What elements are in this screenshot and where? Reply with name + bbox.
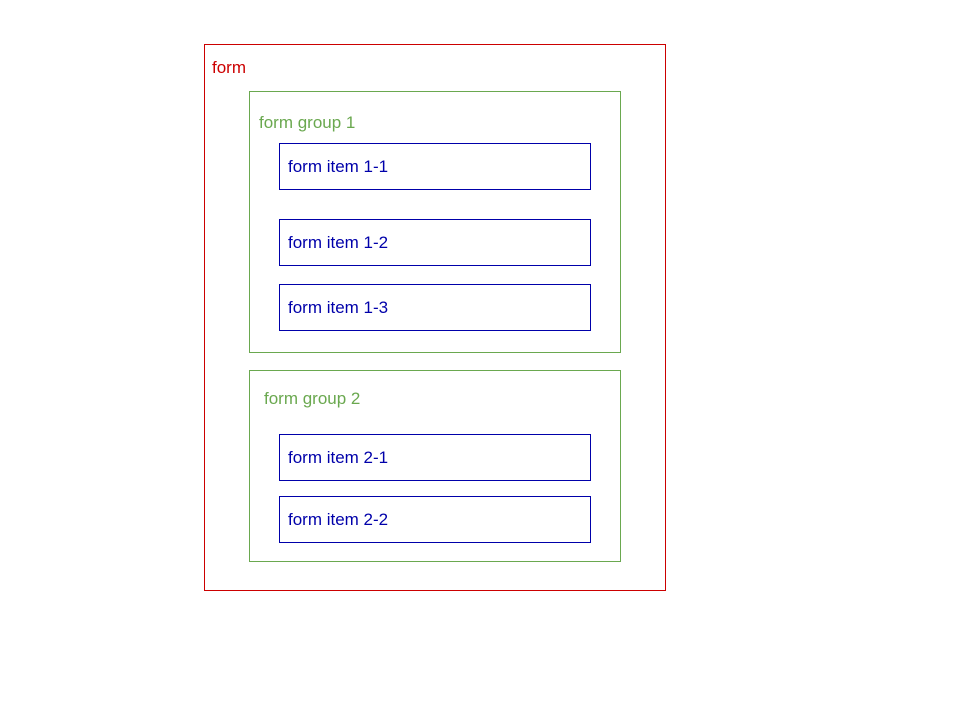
form-group-1: form group 1 — [249, 91, 621, 353]
form-group-2: form group 2 — [249, 370, 621, 562]
form-item-2-2: form item 2-2 — [279, 496, 591, 543]
form-item-1-3-label: form item 1-3 — [288, 298, 389, 317]
form-item-1-2-label: form item 1-2 — [288, 233, 389, 252]
form-item-1-1-label: form item 1-1 — [288, 157, 389, 176]
form-label: form — [212, 58, 246, 77]
form-item-1-3: form item 1-3 — [279, 284, 591, 331]
form-item-1-2: form item 1-2 — [279, 219, 591, 266]
form-item-2-1-label: form item 2-1 — [288, 448, 389, 467]
form-item-2-2-label: form item 2-2 — [288, 510, 389, 529]
form-group-1-label: form group 1 — [259, 113, 356, 132]
form-item-2-1: form item 2-1 — [279, 434, 591, 481]
form-container: form — [204, 44, 666, 591]
form-group-2-label: form group 2 — [264, 389, 361, 408]
form-item-1-1: form item 1-1 — [279, 143, 591, 190]
